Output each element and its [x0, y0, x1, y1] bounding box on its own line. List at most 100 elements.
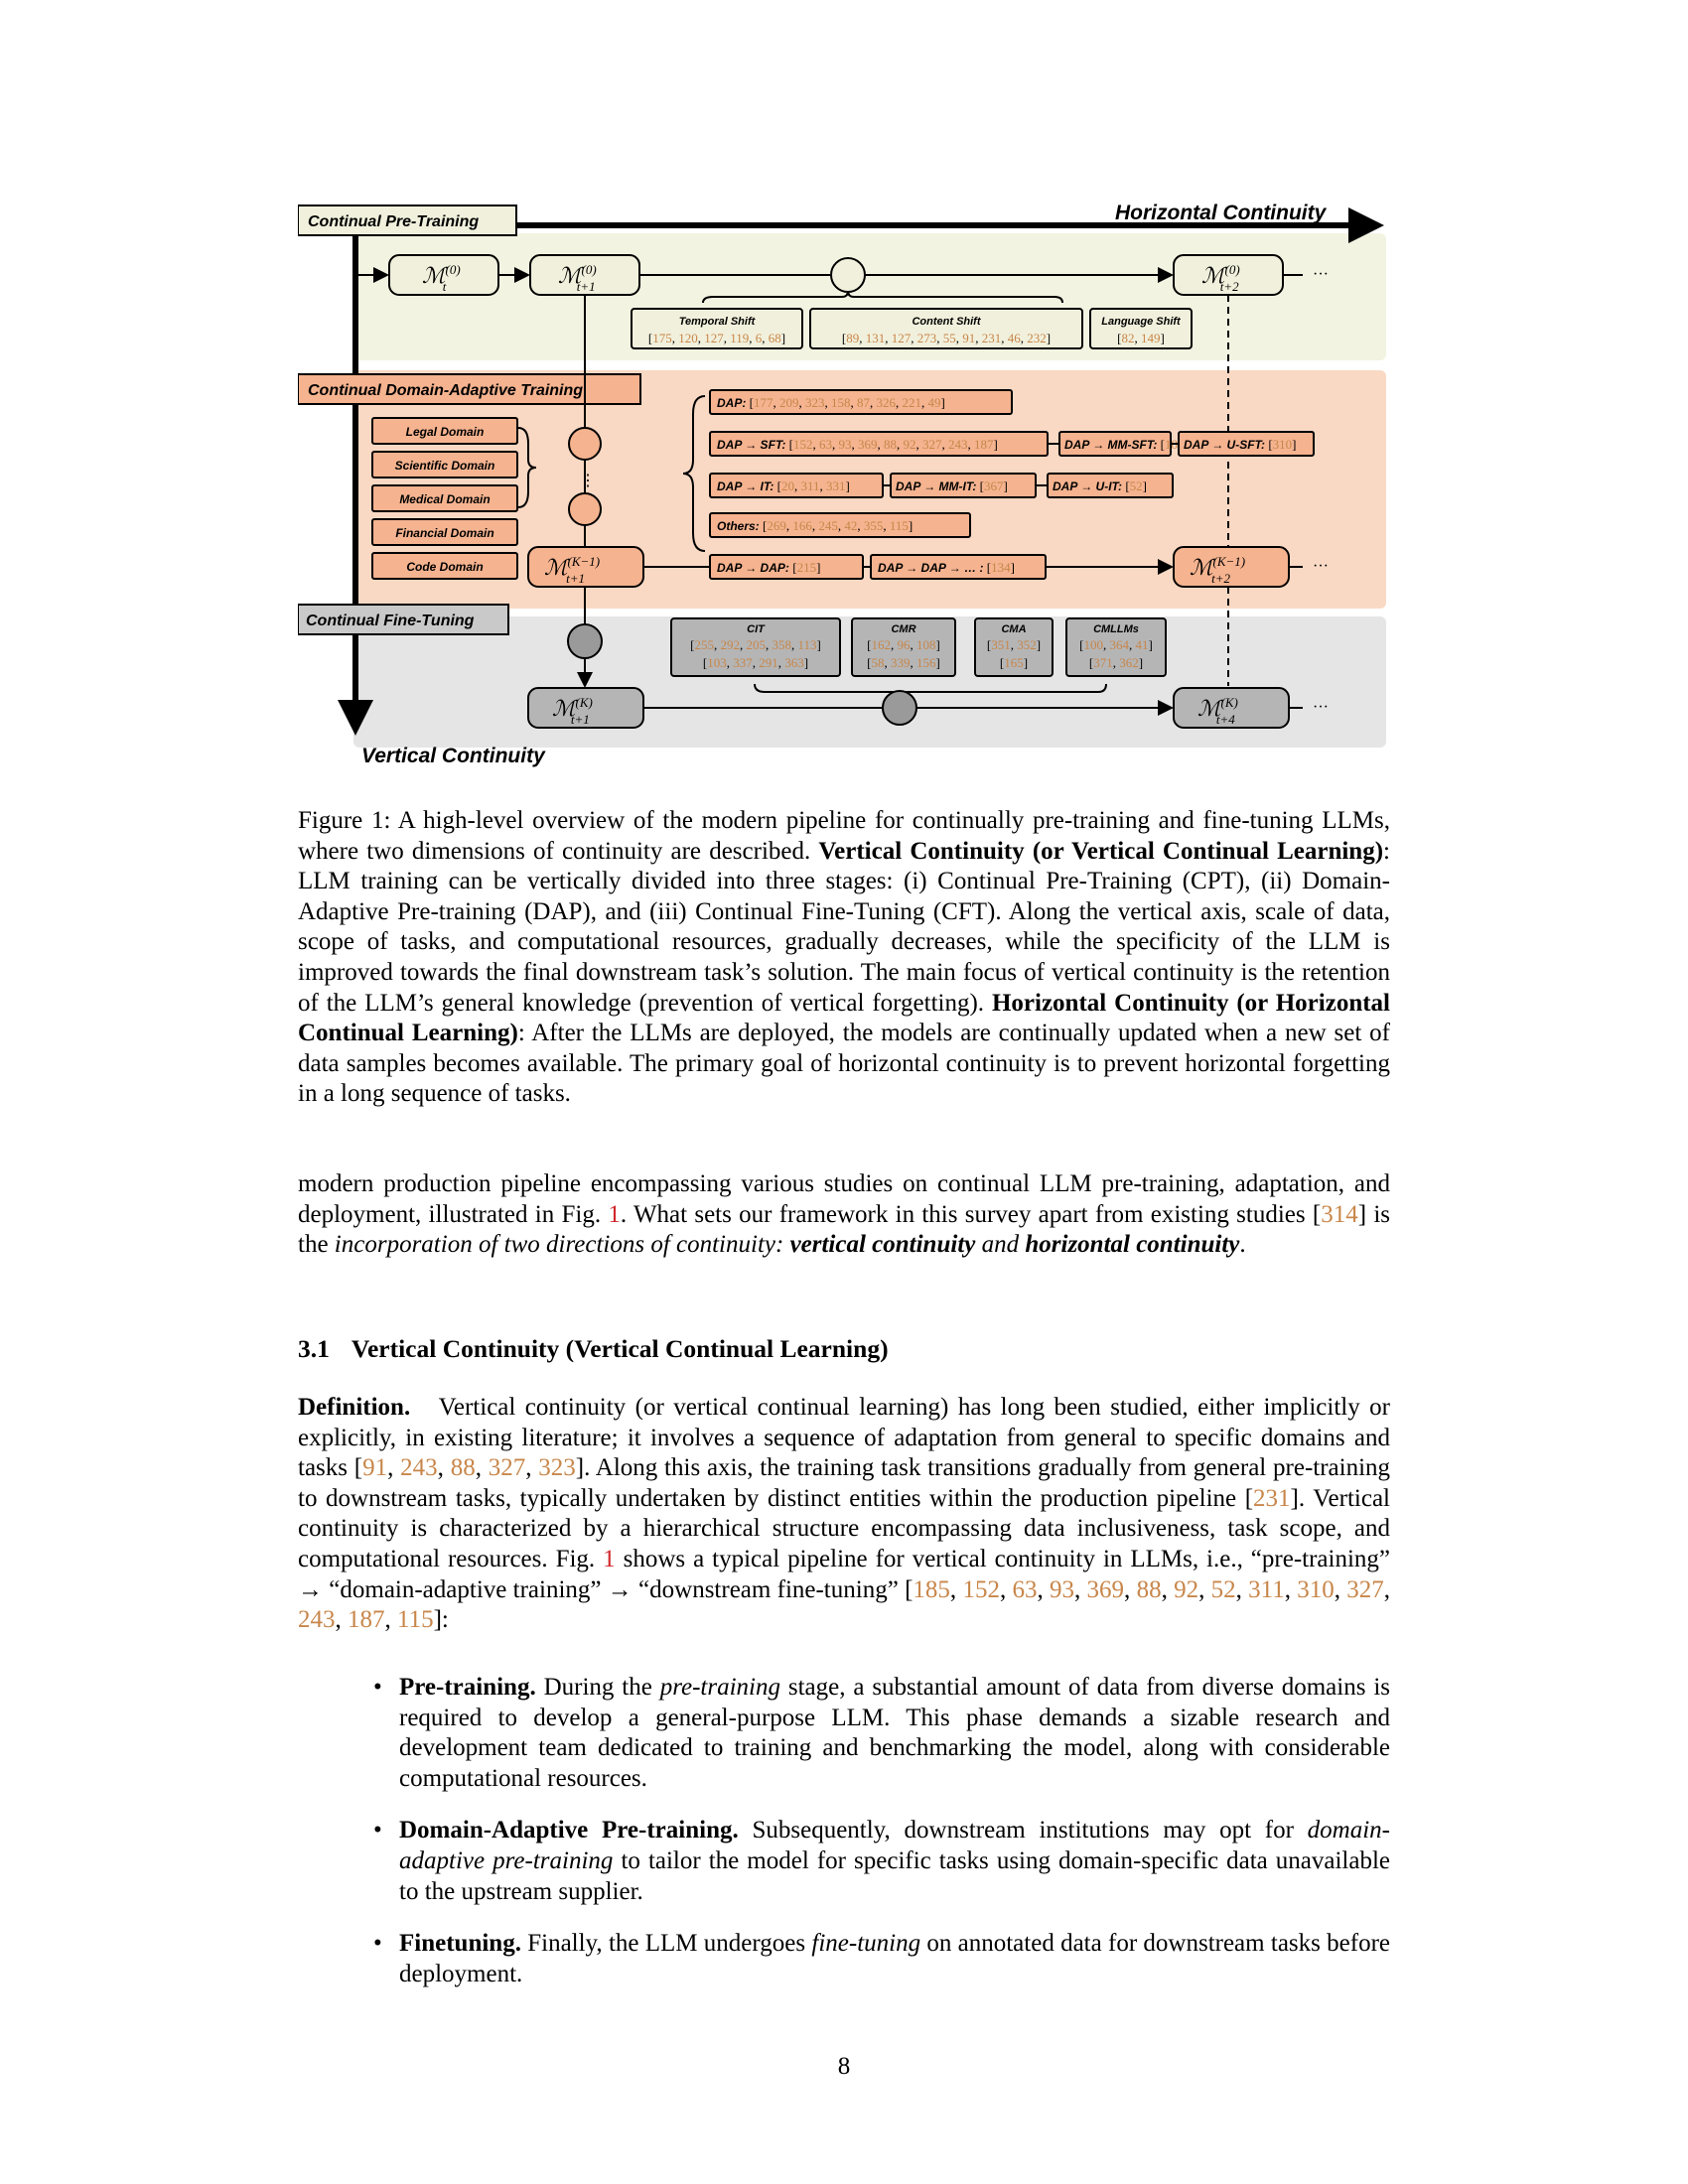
citation-link[interactable]: 369: [1086, 1575, 1125, 1603]
citation-ref[interactable]: 108: [916, 637, 936, 652]
citation-link[interactable]: 88: [450, 1454, 476, 1482]
citation-ref[interactable]: 127: [704, 331, 724, 345]
citation-link[interactable]: 310: [1297, 1575, 1335, 1603]
citation-ref[interactable]: 6: [756, 331, 763, 345]
citation-ref[interactable]: 52: [1130, 478, 1143, 493]
citation-ref[interactable]: 100: [1084, 637, 1104, 652]
citation-ref[interactable]: 152: [793, 437, 813, 452]
citation-ref[interactable]: 363: [784, 655, 804, 670]
citation-link[interactable]: 52: [1210, 1575, 1236, 1603]
citation-ref[interactable]: 337: [733, 655, 753, 670]
citation-ref[interactable]: 255: [694, 637, 714, 652]
citation-link[interactable]: 91: [362, 1454, 388, 1482]
citation-ref[interactable]: 339: [891, 655, 911, 670]
citation-link[interactable]: 63: [1012, 1575, 1038, 1603]
citation-ref[interactable]: 231: [982, 331, 1002, 345]
citation-ref[interactable]: 323: [805, 395, 825, 410]
citation-ref[interactable]: 371: [1093, 655, 1113, 670]
svg-text:[351, 352]: [351, 352]: [987, 637, 1041, 652]
citation-ref[interactable]: 355: [864, 518, 884, 533]
citation-ref[interactable]: 175: [652, 331, 672, 345]
citation-ref[interactable]: 20: [781, 478, 794, 493]
figure-link[interactable]: 1: [608, 1200, 621, 1228]
citation-ref[interactable]: 351: [991, 637, 1011, 652]
citation-ref[interactable]: 245: [818, 518, 838, 533]
citation-ref[interactable]: 115: [890, 518, 909, 533]
citation-ref[interactable]: 243: [948, 437, 968, 452]
citation-ref[interactable]: 232: [1027, 331, 1047, 345]
caption-text-3: : After the LLMs are deployed, the model…: [298, 1020, 1390, 1108]
citation-ref[interactable]: 362: [1119, 655, 1139, 670]
citation-ref[interactable]: 82: [1122, 331, 1135, 345]
citation-ref[interactable]: 113: [797, 637, 816, 652]
citation-ref[interactable]: 87: [857, 395, 871, 410]
citation-ref[interactable]: 327: [922, 437, 942, 452]
citation-ref[interactable]: 205: [746, 637, 766, 652]
citation-link[interactable]: 243: [400, 1454, 438, 1482]
citation-ref[interactable]: 63: [819, 437, 832, 452]
citation-ref[interactable]: 49: [928, 395, 941, 410]
citation-ref[interactable]: 331: [826, 478, 846, 493]
citation-ref[interactable]: 93: [839, 437, 852, 452]
citation-ref[interactable]: 221: [903, 395, 922, 410]
citation-ref[interactable]: 311: [801, 478, 820, 493]
citation-ref[interactable]: 177: [754, 395, 774, 410]
citation-ref[interactable]: 68: [769, 331, 781, 345]
citation-link[interactable]: 152: [962, 1575, 1000, 1603]
citation-ref[interactable]: 310: [1273, 437, 1293, 452]
figure-link[interactable]: 1: [603, 1545, 616, 1572]
citation-ref[interactable]: 55: [943, 331, 956, 345]
citation-ref[interactable]: 292: [720, 637, 740, 652]
citation-ref[interactable]: 291: [759, 655, 778, 670]
citation-ref[interactable]: 42: [844, 518, 857, 533]
citation-ref[interactable]: 131: [866, 331, 886, 345]
citation-link[interactable]: 93: [1050, 1575, 1074, 1603]
citation-link[interactable]: 231: [1253, 1484, 1291, 1512]
citation-ref[interactable]: 120: [678, 331, 698, 345]
citation-ref[interactable]: 269: [767, 518, 786, 533]
citation-ref[interactable]: 158: [831, 395, 851, 410]
citation-ref[interactable]: 367: [984, 478, 1004, 493]
citation-ref[interactable]: 364: [1110, 637, 1130, 652]
citation-ref[interactable]: 326: [877, 395, 897, 410]
citation-ref[interactable]: 352: [1017, 637, 1037, 652]
citation-ref[interactable]: 369: [858, 437, 878, 452]
citation-ref[interactable]: 209: [779, 395, 799, 410]
citation-ref[interactable]: 96: [898, 637, 912, 652]
citation-link[interactable]: 243: [298, 1606, 336, 1634]
citation-ref[interactable]: 88: [884, 437, 897, 452]
citation-ref[interactable]: 89: [846, 331, 859, 345]
citation-ref[interactable]: 134: [991, 560, 1011, 575]
definition-label: Definition.: [298, 1394, 411, 1421]
citation-link[interactable]: 323: [538, 1454, 576, 1482]
citation-ref[interactable]: 215: [797, 560, 817, 575]
citation-ref[interactable]: 165: [1004, 655, 1024, 670]
citation-ref[interactable]: 187: [974, 437, 994, 452]
citation-link[interactable]: 115: [397, 1606, 434, 1634]
citation-link[interactable]: 187: [348, 1606, 385, 1634]
citation-ref[interactable]: 166: [792, 518, 812, 533]
citation-link[interactable]: 185: [913, 1575, 950, 1603]
language-shift-box: [1089, 308, 1193, 349]
citation-group-2: 185, 152, 63, 93, 369, 88, 92, 52, 311, …: [298, 1575, 1391, 1634]
citation-ref[interactable]: 58: [872, 655, 885, 670]
citation-ref[interactable]: 46: [1008, 331, 1022, 345]
citation-link[interactable]: 92: [1174, 1575, 1199, 1603]
citation-ref[interactable]: 156: [916, 655, 936, 670]
citation-ref[interactable]: 127: [892, 331, 912, 345]
citation-ref[interactable]: 92: [904, 437, 916, 452]
citation-ref[interactable]: 273: [917, 331, 937, 345]
citation-ref[interactable]: 103: [707, 655, 727, 670]
citation-ref[interactable]: 91: [962, 331, 975, 345]
citation-ref[interactable]: 149: [1141, 331, 1161, 345]
citation-link[interactable]: 311: [1248, 1575, 1285, 1603]
citation-ref[interactable]: 41: [1136, 637, 1149, 652]
citation-link[interactable]: 327: [1346, 1575, 1384, 1603]
citation-ref[interactable]: 358: [772, 637, 791, 652]
citation-link[interactable]: 88: [1136, 1575, 1162, 1603]
citation-ref[interactable]: 162: [872, 637, 892, 652]
citation-ref[interactable]: 119: [730, 331, 749, 345]
citation-link[interactable]: 327: [488, 1454, 526, 1482]
citation-link[interactable]: 314: [1321, 1200, 1358, 1228]
language-shift-title: Language Shift: [1101, 316, 1182, 328]
